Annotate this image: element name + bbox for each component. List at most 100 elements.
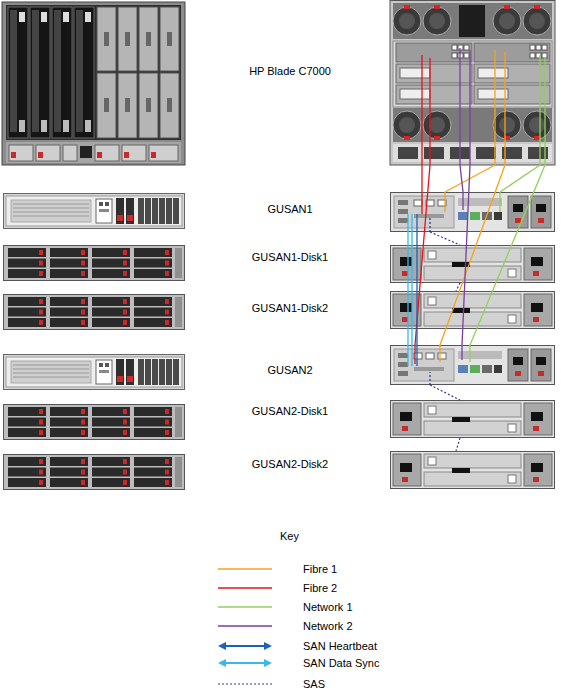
cable-connector — [411, 232, 412, 345]
blade-enclosure-front — [38, 152, 43, 158]
cable-stub — [444, 192, 445, 212]
blade-enclosure-front — [63, 145, 77, 161]
blade-enclosure-front — [122, 145, 146, 161]
blade-enclosure-front — [95, 145, 119, 161]
blade-enclosure-rear — [400, 89, 430, 99]
blade-enclosure-front — [74, 7, 94, 138]
blade-enclosure-front — [36, 145, 60, 161]
cable-connector — [421, 165, 422, 192]
blade-enclosure-rear — [452, 53, 457, 58]
blade-enclosure-front — [41, 12, 47, 22]
disk-shelf-rear — [391, 246, 555, 283]
blade-enclosure-rear — [390, 1, 555, 166]
blade-enclosure-front — [52, 7, 72, 138]
blade-enclosure-rear — [542, 53, 547, 58]
server-front — [4, 194, 185, 390]
legend-text: Fibre 2 — [303, 581, 337, 595]
cable-stub — [544, 58, 545, 165]
cable-stub — [539, 55, 540, 165]
legend-sample — [214, 639, 276, 653]
blade-enclosure-front — [118, 7, 137, 71]
blade-enclosure-rear — [393, 108, 552, 142]
disk-shelf-front — [4, 246, 185, 490]
blade-enclosure-rear — [429, 117, 445, 133]
device-name-label: GUSAN2-Disk1 — [215, 405, 365, 418]
legend-entry: SAN Data Sync — [0, 656, 561, 670]
blade-enclosure-front — [104, 98, 109, 112]
blade-enclosure-rear — [499, 13, 515, 29]
blade-enclosure-rear — [478, 68, 508, 78]
legend-line — [218, 683, 272, 684]
blade-enclosure-rear — [474, 64, 550, 83]
legend-text: Network 1 — [303, 600, 353, 614]
cable-connector — [416, 232, 417, 345]
blade-enclosure-rear — [393, 144, 552, 162]
blade-enclosure-front — [2, 2, 185, 165]
blade-enclosure-rear — [393, 7, 421, 35]
legend-line — [218, 568, 272, 569]
blade-enclosure-front — [125, 32, 130, 46]
blade-enclosure-rear — [400, 68, 430, 78]
device-box: GUSAN2-Disk1 — [390, 400, 555, 438]
legend-arrowhead — [264, 642, 272, 650]
blade-enclosure-rear — [504, 5, 510, 9]
blade-enclosure-front — [80, 146, 92, 158]
cable-connector — [460, 165, 463, 192]
cable-connector — [430, 385, 460, 400]
disk-shelf-rear — [391, 292, 555, 329]
cable-stub — [462, 192, 463, 210]
blade-enclosure-front — [97, 7, 116, 71]
blade-enclosure-front — [124, 152, 129, 158]
cable-connector — [500, 165, 540, 192]
blade-enclosure-front — [19, 120, 25, 132]
legend-line — [218, 606, 272, 607]
legend-arrowhead — [264, 659, 272, 667]
legend-line — [218, 625, 272, 626]
legend-text: SAN Data Sync — [303, 656, 379, 670]
legend-sample — [214, 600, 276, 614]
cable-stub — [414, 345, 415, 364]
blade-enclosure-front — [54, 10, 61, 132]
blade-enclosure-front — [76, 10, 83, 132]
legend-sample — [214, 677, 276, 690]
blade-enclosure-front — [32, 10, 39, 132]
blade-enclosure-rear — [542, 45, 547, 50]
cable-connector — [415, 165, 430, 345]
blade-enclosure-rear — [434, 136, 440, 140]
blade-enclosure-rear — [534, 136, 540, 140]
device-name-label: GUSAN2 — [215, 364, 365, 377]
cable-stub — [407, 214, 408, 232]
blade-enclosure-rear — [523, 111, 551, 139]
legend-heading: Key — [280, 530, 299, 543]
cable-stub — [504, 52, 505, 165]
cable-stub — [429, 218, 430, 232]
cable-connector — [462, 165, 470, 345]
legend-entry: SAS — [0, 677, 561, 690]
blade-enclosure-rear — [393, 41, 552, 107]
disk-shelf-front — [4, 246, 185, 281]
cable-stub — [429, 58, 430, 165]
disk-shelf-rear — [391, 401, 555, 438]
blade-enclosure-rear — [399, 117, 415, 133]
blade-enclosure-rear — [393, 3, 552, 39]
blade-enclosure-front — [146, 98, 151, 112]
legend-sample — [214, 562, 276, 576]
blade-enclosure-rear — [534, 5, 540, 9]
blade-enclosure-rear — [536, 45, 541, 50]
blade-enclosure-rear — [390, 1, 555, 166]
cable-connector — [445, 165, 495, 192]
cable-stub — [421, 192, 422, 214]
blade-enclosure-rear — [478, 89, 508, 99]
device-box: HP Blade C7000 — [390, 0, 555, 165]
device-box: GUSAN2 — [390, 345, 555, 385]
blade-enclosure-rear — [493, 7, 521, 35]
legend-entry: Fibre 2 — [0, 581, 561, 595]
blade-enclosure-front — [151, 152, 156, 158]
blade-enclosure-rear — [474, 85, 550, 104]
device-name-label: GUSAN1-Disk2 — [215, 302, 365, 315]
blade-enclosure-front — [41, 120, 47, 132]
blade-enclosure-rear — [399, 13, 415, 29]
legend-line — [224, 645, 266, 647]
